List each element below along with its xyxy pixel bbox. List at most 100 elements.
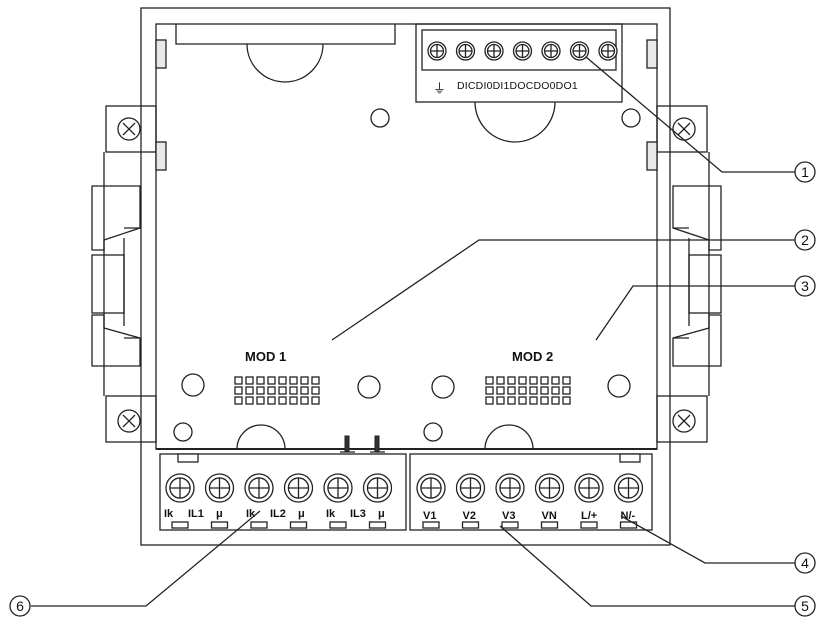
current-terminal-label: IL2 [270, 508, 286, 520]
connector-pin [256, 386, 265, 395]
callout-2: 2 [794, 229, 816, 251]
connector-pin [507, 386, 516, 395]
mounting-hole [423, 422, 443, 442]
voltage-terminal-label: V3 [502, 510, 515, 522]
current-terminal-label: IL1 [188, 508, 204, 520]
svg-text:2: 2 [801, 232, 809, 248]
terminal-screw-icon [455, 473, 486, 503]
connector-pin [234, 396, 243, 405]
top-recess [175, 24, 396, 83]
terminal-screw-icon [613, 473, 644, 503]
terminal-screw-icon [204, 473, 235, 503]
leader-3 [595, 285, 796, 341]
top-connector-screws [427, 41, 618, 61]
connector-pin [518, 396, 527, 405]
callout-4: 4 [794, 552, 816, 574]
connector-pin [245, 386, 254, 395]
current-terminal-label: μ [378, 508, 385, 520]
connector-pin [300, 376, 309, 385]
callout-markers: 1 2 3 4 5 6 [9, 161, 816, 617]
svg-text:4: 4 [801, 555, 809, 571]
mounting-hole [607, 374, 631, 398]
connector-pin [245, 396, 254, 405]
connector-pin [529, 376, 538, 385]
connector-pin [289, 386, 298, 395]
voltage-terminal-label: VN [542, 510, 557, 522]
connector-pin [496, 396, 505, 405]
terminal-screw-icon [362, 473, 393, 503]
mod2-connector-pins [485, 376, 571, 405]
callout-5: 5 [794, 595, 816, 617]
connector-pin [311, 396, 320, 405]
inner-panel [155, 23, 658, 450]
connector-pin [507, 396, 516, 405]
terminal-screw-icon [598, 41, 618, 61]
leader-1 [585, 56, 796, 173]
connector-pin [507, 376, 516, 385]
terminal-screw-icon [541, 41, 561, 61]
svg-text:1: 1 [801, 164, 809, 180]
terminal-screw-icon [165, 473, 195, 503]
cross-screw-icon [117, 409, 141, 433]
lower-recess-left [236, 424, 286, 450]
connector-pin [496, 386, 505, 395]
mounting-hole [431, 375, 455, 399]
terminal-screw-icon [484, 41, 504, 61]
connector-pin [234, 386, 243, 395]
connector-pin [485, 386, 494, 395]
lower-recess-right [484, 424, 534, 450]
connector-pin [300, 386, 309, 395]
connector-pin [278, 376, 287, 385]
connector-pin [518, 376, 527, 385]
connector-pin [562, 376, 571, 385]
connector-pin [485, 396, 494, 405]
terminal-screw-icon [323, 473, 353, 503]
connector-pin [311, 386, 320, 395]
terminal-screw-icon [283, 473, 314, 503]
callout-3: 3 [794, 275, 816, 297]
callout-leaders [31, 56, 796, 607]
current-terminal-label: Ik [164, 508, 174, 520]
connector-pin [540, 396, 549, 405]
leader-4 [620, 515, 796, 564]
leader-6 [31, 510, 261, 607]
terminal-screw-icon [427, 41, 447, 61]
mounting-hole [621, 108, 641, 128]
cross-screw-icon [672, 117, 696, 141]
connector-pin [278, 396, 287, 405]
svg-text:6: 6 [16, 598, 24, 614]
connector-pin [311, 376, 320, 385]
connector-pin [529, 386, 538, 395]
top-terminal-labels: DICDI0DI1DOCDO0DO1 [457, 80, 578, 92]
callout-1: 1 [794, 161, 816, 183]
current-terminal-label: μ [298, 508, 305, 520]
mod2-label: MOD 2 [512, 349, 553, 364]
right-mounting-clip [646, 39, 722, 443]
connector-pin [267, 386, 276, 395]
terminal-screw-icon [244, 473, 274, 503]
mounting-hole [181, 373, 205, 397]
voltage-terminal-screws [416, 473, 644, 529]
current-terminal-label: IL3 [350, 508, 366, 520]
connector-pin [518, 386, 527, 395]
connector-pin [267, 396, 276, 405]
connector-pin [289, 396, 298, 405]
jumper-pins [340, 435, 385, 453]
voltage-terminal-label: V2 [463, 510, 476, 522]
terminal-screw-icon [569, 41, 590, 61]
connector-pin [234, 376, 243, 385]
connector-pin [551, 396, 560, 405]
terminal-screw-icon [416, 473, 446, 503]
callout-6: 6 [9, 595, 31, 617]
terminal-screw-icon [512, 41, 533, 61]
connector-pin [551, 376, 560, 385]
cross-screw-icon [117, 117, 141, 141]
current-terminal-screws [165, 473, 393, 529]
connector-pin [256, 376, 265, 385]
terminal-screw-icon [495, 473, 525, 503]
connector-pin [485, 376, 494, 385]
voltage-terminal-label: N/- [621, 510, 636, 522]
